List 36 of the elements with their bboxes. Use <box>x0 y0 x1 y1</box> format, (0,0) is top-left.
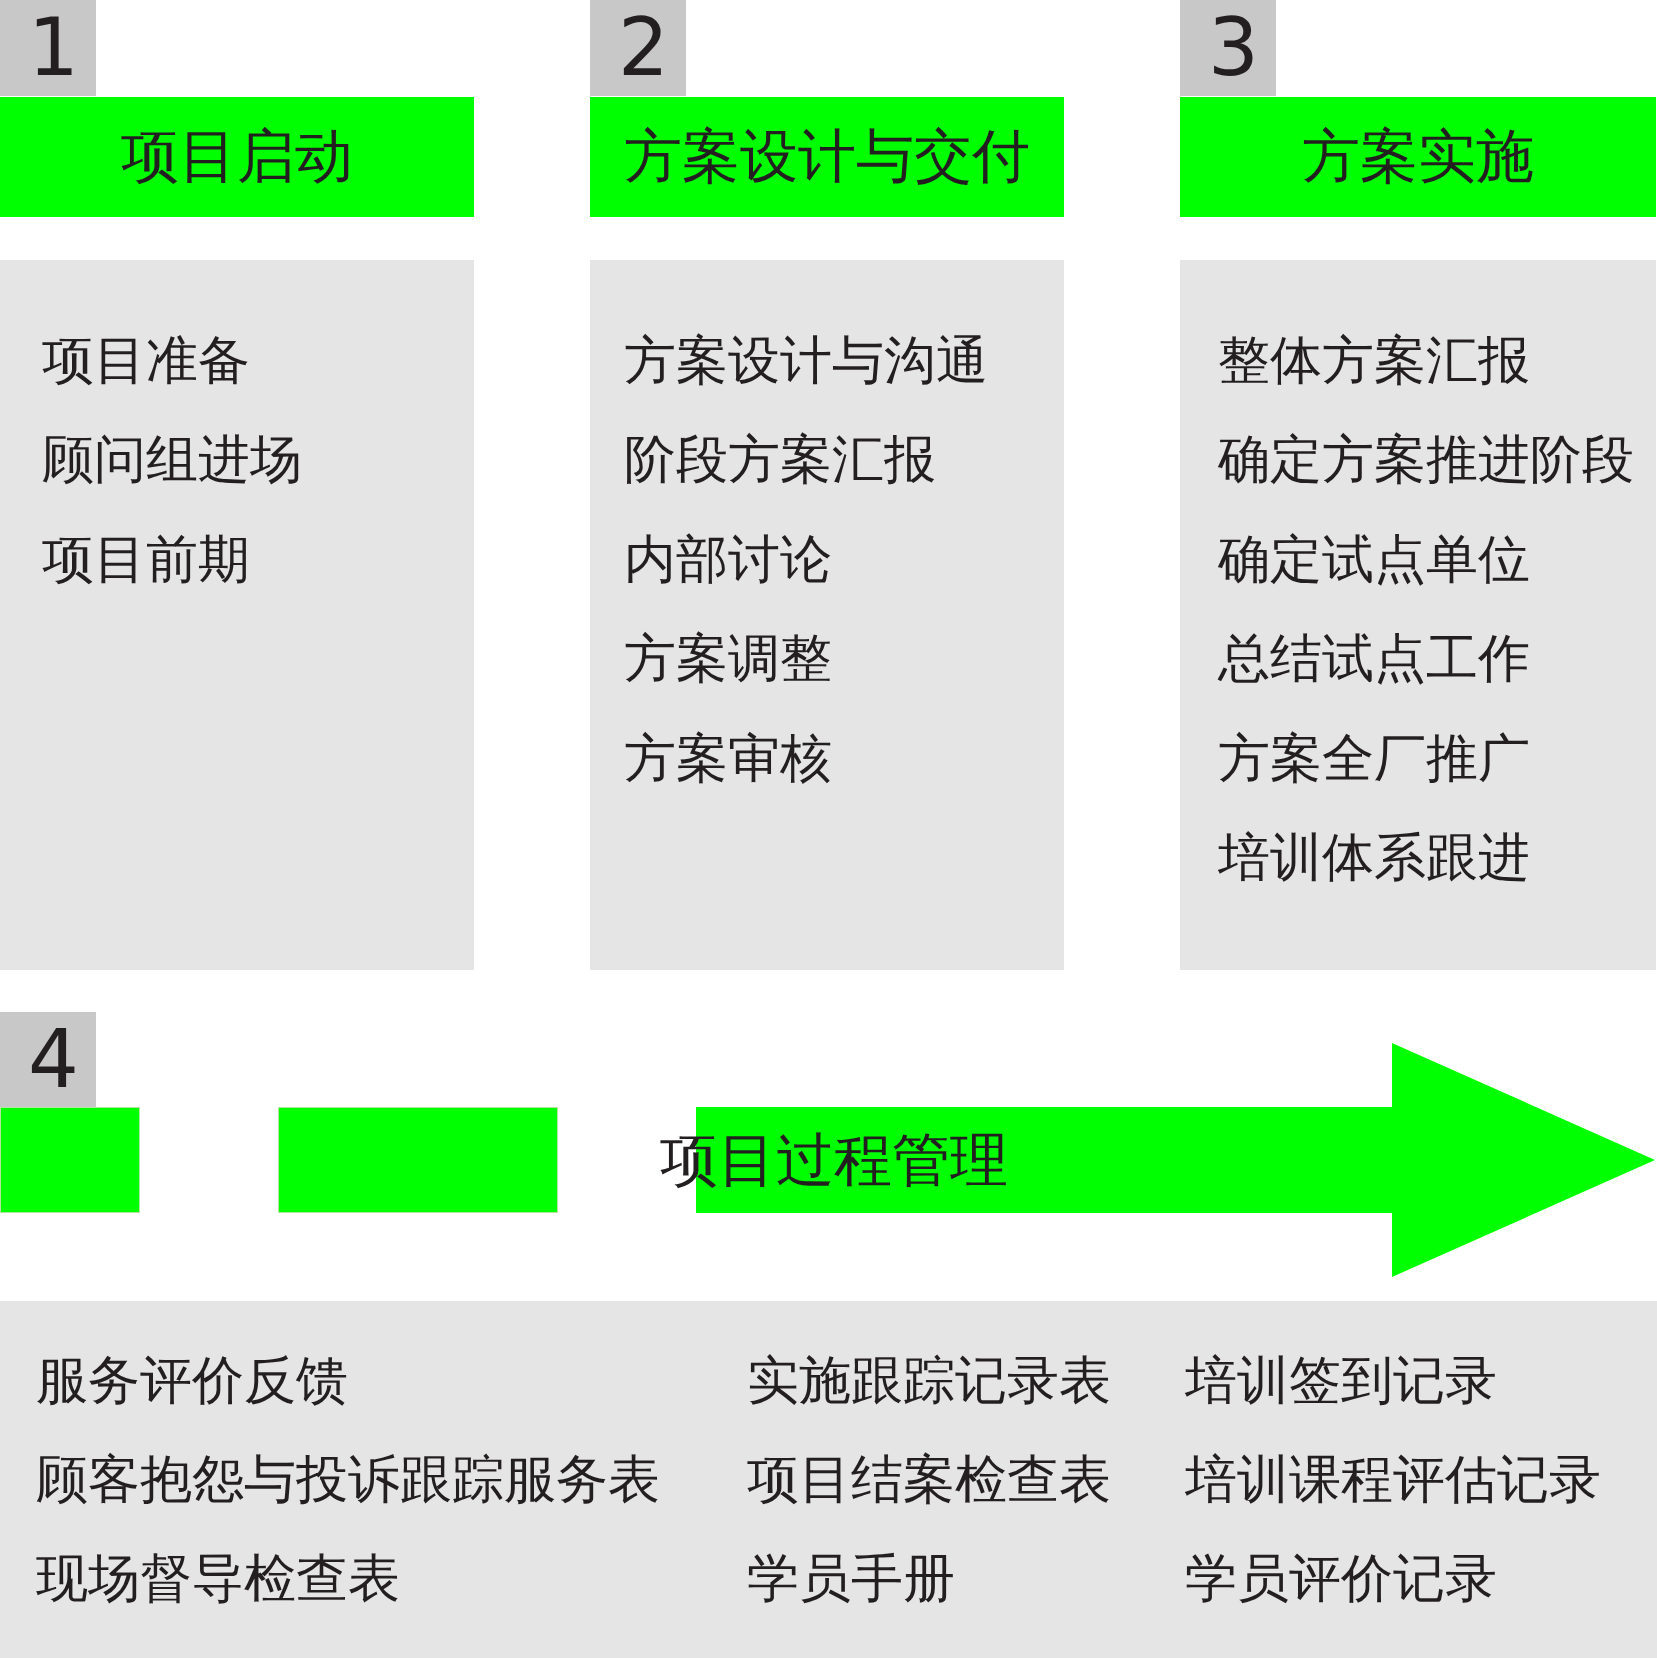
form-name: 培训课程评估记录 <box>1185 1448 1601 1511</box>
list-item: 整体方案汇报 <box>1218 329 1530 392</box>
list-item: 方案全厂推广 <box>1218 726 1530 790</box>
block <box>278 1107 558 1213</box>
form-name: 现场督导检查表 <box>36 1547 400 1610</box>
list-item: 项目前期 <box>42 527 250 591</box>
list-item: 顾问组进场 <box>42 428 302 492</box>
list-item: 内部讨论 <box>624 527 832 591</box>
form-name: 学员评价记录 <box>1185 1547 1497 1610</box>
list-item: 方案设计与沟通 <box>624 329 988 392</box>
list-item: 确定方案推进阶段 <box>1218 428 1634 492</box>
phase-header-bar: 方案设计与交付 <box>590 97 1064 217</box>
step-number-tab: 3 <box>1180 0 1276 96</box>
form-name: 学员手册 <box>747 1547 955 1610</box>
form-name: 实施跟踪记录表 <box>747 1349 1111 1412</box>
phase-header-bar: 方案实施 <box>1180 97 1656 217</box>
list-item: 方案审核 <box>624 726 832 790</box>
step-number-tab: 1 <box>0 0 96 96</box>
step-number-tab: 4 <box>0 1012 96 1107</box>
task-panel <box>590 260 1064 970</box>
task-panel <box>1180 260 1656 970</box>
list-item: 项目准备 <box>42 329 250 392</box>
phase-header-bar: 项目启动 <box>0 97 474 217</box>
form-name: 服务评价反馈 <box>36 1349 348 1412</box>
block <box>0 1107 140 1213</box>
form-name: 培训签到记录 <box>1185 1349 1497 1412</box>
form-name: 顾客抱怨与投诉跟踪服务表 <box>36 1448 660 1511</box>
list-item: 培训体系跟进 <box>1218 826 1530 889</box>
list-item: 方案调整 <box>624 627 832 691</box>
task-panel <box>0 260 474 970</box>
list-item: 阶段方案汇报 <box>624 428 936 492</box>
step-number-tab: 2 <box>590 0 686 96</box>
list-item: 确定试点单位 <box>1218 527 1530 591</box>
form-name: 项目结案检查表 <box>747 1448 1111 1511</box>
form-list-panel <box>0 1301 1657 1658</box>
list-item: 总结试点工作 <box>1218 627 1530 691</box>
